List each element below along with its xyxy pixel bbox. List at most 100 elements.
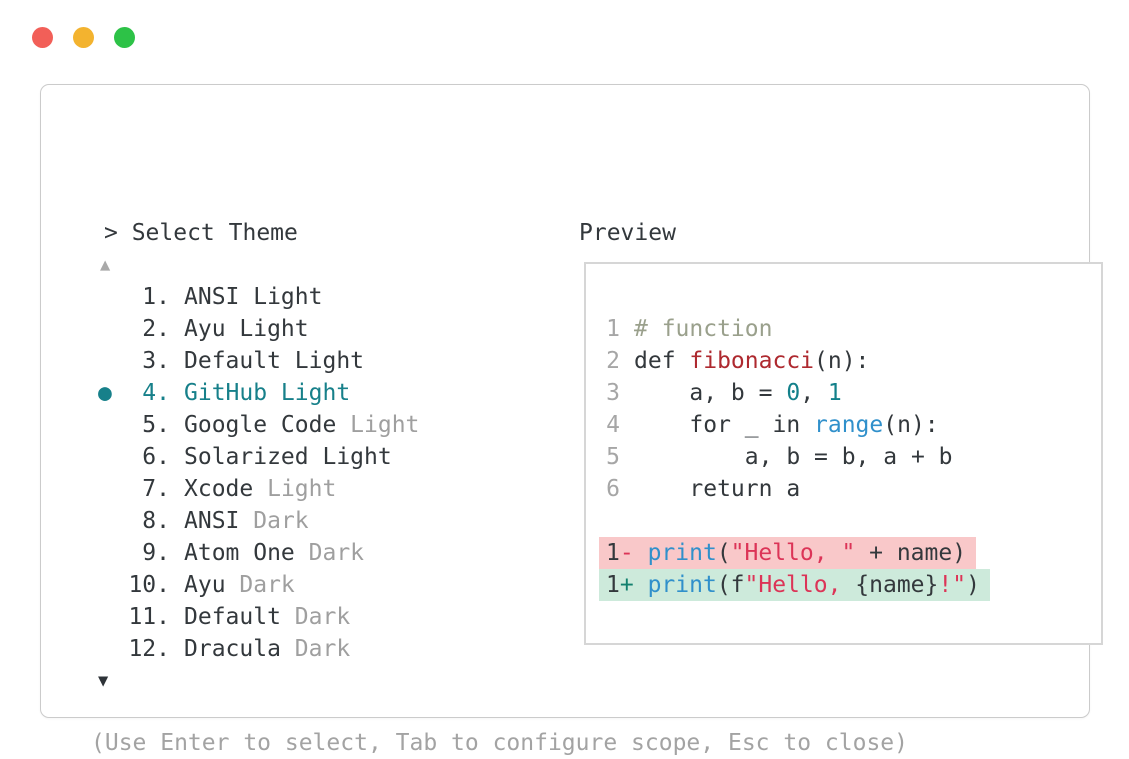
theme-item-number: 5. — [142, 412, 170, 438]
theme-item-number: 4. — [142, 380, 170, 406]
keyboard-hint: (Use Enter to select, Tab to configure s… — [91, 730, 908, 756]
close-button[interactable] — [32, 27, 53, 48]
code-line: 5 a, b = b, a + b — [606, 441, 990, 473]
selected-bullet-icon: ● — [98, 380, 112, 406]
code-line: 6 return a — [606, 473, 990, 505]
line-number: 1 — [606, 572, 620, 598]
theme-item-name: Default — [184, 604, 295, 630]
preview-pane: 1 # function 2 def fibonacci (n): 3 a, b = 0,… — [584, 262, 1103, 645]
code-line: 3 a, b = 0, 1 — [606, 377, 990, 409]
theme-item-name: ANSI Light — [184, 284, 323, 310]
line-number: 4 — [606, 412, 620, 438]
bullet-spacer — [98, 409, 128, 441]
code-token: fibonacci — [689, 348, 815, 374]
line-number: 2 — [606, 348, 620, 374]
code-token: for _ in — [634, 412, 815, 438]
theme-item-variant: Dark — [294, 604, 351, 630]
theme-item-number: 7. — [142, 476, 170, 502]
code-token: print — [647, 572, 717, 598]
theme-list-item-default-light[interactable]: 3. Default Light — [98, 345, 419, 377]
line-number: 3 — [606, 380, 620, 406]
theme-item-name: Default Light — [184, 348, 365, 374]
theme-list-item-google-code[interactable]: 5.Google Code Light — [98, 409, 419, 441]
theme-item-name: Ayu Light — [184, 316, 309, 342]
code-token: (f — [716, 572, 745, 598]
theme-list: 1. ANSI Light 2. Ayu Light 3. Default Light ● 4… — [98, 281, 419, 665]
code-line: 4 for _ in range(n): — [606, 409, 990, 441]
theme-item-variant: Light — [267, 476, 337, 502]
theme-item-name: Atom One — [184, 540, 309, 566]
preview-label: Preview — [579, 220, 676, 246]
bullet-spacer — [98, 345, 128, 377]
bullet-spacer — [98, 441, 128, 473]
line-number: 1 — [606, 540, 620, 566]
theme-list-item-xcode[interactable]: 7. Xcode Light — [98, 473, 419, 505]
code-token: (n): — [883, 412, 939, 438]
bullet-spacer — [98, 313, 128, 345]
zoom-button[interactable] — [114, 27, 135, 48]
code-token: ( — [716, 540, 731, 566]
line-number: 5 — [606, 444, 620, 470]
theme-item-name: Ayu — [184, 572, 240, 598]
bullet-spacer — [98, 281, 128, 313]
theme-item-number: 6. — [142, 444, 170, 470]
diff-row: 1+ print(f"Hello, {name}!") — [599, 569, 990, 601]
theme-item-variant: Dark — [308, 540, 365, 566]
theme-list-item-dracula[interactable]: 12. Dracula Dark — [98, 633, 419, 665]
theme-list-item-ansi-light[interactable]: 1. ANSI Light — [98, 281, 419, 313]
code-token: - — [619, 540, 648, 566]
bullet-spacer — [98, 601, 128, 633]
bullet-spacer — [98, 505, 128, 537]
theme-item-variant: Light — [350, 412, 420, 438]
code-token: 1 — [827, 380, 842, 406]
minimize-button[interactable] — [73, 27, 94, 48]
blank-line — [606, 505, 990, 537]
code-token: {name} — [855, 572, 939, 598]
code-token: "Hello, " — [730, 540, 856, 566]
diff-row: 1- print("Hello, " + name) — [599, 537, 990, 569]
code-token: "Hello, — [744, 572, 856, 598]
theme-list-item-ansi[interactable]: 8.ANSI Dark — [98, 505, 419, 537]
theme-list-item-atom-one[interactable]: 9. Atom One Dark — [98, 537, 419, 569]
theme-item-number: 3. — [142, 348, 170, 374]
line-number: 1 — [606, 316, 620, 342]
theme-list-item-ayu[interactable]: 10. Ayu Dark — [98, 569, 419, 601]
theme-item-number: 10. — [128, 572, 170, 598]
theme-item-variant: Dark — [294, 636, 351, 662]
code-token: range — [814, 412, 884, 438]
code-token: !" — [938, 572, 967, 598]
code-token: # function — [634, 316, 773, 342]
diff-removed-line: 1- print("Hello, " + name) — [599, 537, 977, 569]
code-token: return a — [634, 476, 801, 502]
bullet-spacer — [98, 633, 128, 665]
theme-item-number: 2. — [142, 316, 170, 342]
diff-added-line: 1+ print(f"Hello, {name}!") — [599, 569, 990, 601]
theme-item-number: 12. — [128, 636, 170, 662]
bullet-spacer — [98, 569, 128, 601]
bullet-spacer — [98, 473, 128, 505]
theme-item-name: Dracula — [184, 636, 295, 662]
code-token: a, b = b, a + b — [634, 444, 953, 470]
scroll-down-icon[interactable]: ▼ — [98, 671, 109, 691]
theme-item-number: 11. — [128, 604, 170, 630]
code-preview: 1 # function 2 def fibonacci (n): 3 a, b = 0,… — [599, 313, 990, 601]
theme-list-item-ayu-light[interactable]: 2. Ayu Light — [98, 313, 419, 345]
theme-list-item-default[interactable]: 11. Default Dark — [98, 601, 419, 633]
code-token: print — [647, 540, 717, 566]
code-token: 0 — [786, 380, 801, 406]
code-token: + name) — [855, 540, 967, 566]
theme-list-item-github-light[interactable]: ● 4. GitHub Light — [98, 377, 419, 409]
code-token: a, b = — [634, 380, 787, 406]
theme-item-variant: Dark — [239, 572, 295, 598]
theme-item-number: 1. — [142, 284, 170, 310]
window-controls — [32, 27, 135, 48]
theme-item-number: 8. — [142, 508, 170, 534]
theme-item-number: 9. — [142, 540, 170, 566]
line-number: 6 — [606, 476, 620, 502]
theme-item-name: GitHub Light — [184, 380, 351, 406]
code-token: def — [634, 348, 690, 374]
theme-item-name: Xcode — [184, 476, 268, 502]
scroll-up-icon[interactable]: ▲ — [100, 255, 111, 275]
theme-list-item-solarized-light[interactable]: 6.Solarized Light — [98, 441, 419, 473]
